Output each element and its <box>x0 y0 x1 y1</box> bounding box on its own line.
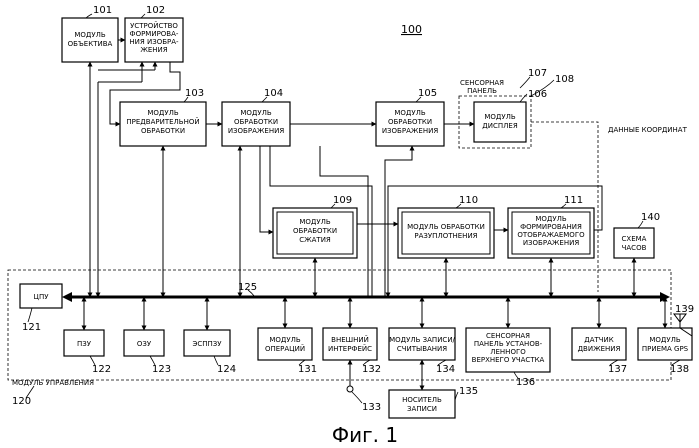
b136-l2: ПАНЕЛЬ УСТАНОВ- <box>474 340 543 348</box>
b104-l3: ИЗОБРАЖЕНИЯ <box>228 127 285 135</box>
b107-l1: СЕНСОРНАЯ <box>460 79 504 87</box>
clock-circuit-box <box>614 228 654 258</box>
ref-133: 133 <box>362 402 381 413</box>
b138-l1: МОДУЛЬ <box>649 336 681 344</box>
ref-132: 132 <box>362 364 381 375</box>
control-module-label: МОДУЛЬ УПРАВЛЕНИЯ <box>12 379 94 387</box>
b135-l1: НОСИТЕЛЬ <box>402 396 442 404</box>
b140-l1: СХЕМА <box>622 235 647 243</box>
b140-l2: ЧАСОВ <box>622 244 647 252</box>
b103-l3: ОБРАБОТКИ <box>141 127 185 135</box>
b111-l4: ИЗОБРАЖЕНИЯ <box>523 239 580 247</box>
motion-sensor-box <box>572 328 626 360</box>
b110-l2: РАЗУПЛОТНЕНИЯ <box>414 232 477 240</box>
ref-124: 124 <box>217 364 236 375</box>
b134-l2: СЧИТЫВАНИЯ <box>397 345 447 353</box>
ref-101: 101 <box>93 5 112 16</box>
ref-110: 110 <box>459 195 478 206</box>
b131-l2: ОПЕРАЦИЙ <box>265 344 305 353</box>
ref-102: 102 <box>146 5 165 16</box>
b136-l1: СЕНСОРНАЯ <box>486 332 530 340</box>
svg-text:МОДУЛЬОБРАБОТКИСЖАТИЯ: МОДУЛЬОБРАБОТКИСЖАТИЯ <box>293 218 337 244</box>
b102-l3: НИЯ ИЗОБРА- <box>129 38 179 46</box>
ref-137: 137 <box>608 364 627 375</box>
ref-107: 107 <box>528 68 547 79</box>
bus-left-arrow <box>62 292 72 302</box>
b122-label: ПЗУ <box>77 340 92 348</box>
b102-l1: УСТРОЙСТВО <box>130 21 178 30</box>
b102-l2: ФОРМИРОВА- <box>130 30 179 38</box>
b131-l1: МОДУЛЬ <box>269 336 301 344</box>
ref-139: 139 <box>675 304 694 315</box>
b124-label: ЭСППЗУ <box>192 340 222 348</box>
b103-l1: МОДУЛЬ <box>147 109 179 117</box>
ref-121: 121 <box>22 322 41 333</box>
ref-135: 135 <box>459 386 478 397</box>
svg-text:МОДУЛЬДИСПЛЕЯ: МОДУЛЬДИСПЛЕЯ <box>482 113 518 130</box>
ref-106: 106 <box>528 89 547 100</box>
svg-text:МОДУЛЬОПЕРАЦИЙ: МОДУЛЬОПЕРАЦИЙ <box>265 336 305 353</box>
ref-122: 122 <box>92 364 111 375</box>
b101-l1: МОДУЛЬ <box>74 31 106 39</box>
figure-caption: Фиг. 1 <box>332 423 398 447</box>
b105-l3: ИЗОБРАЖЕНИЯ <box>382 127 439 135</box>
b110-l1: МОДУЛЬ ОБРАБОТКИ <box>407 223 485 231</box>
b102-l4: ЖЕНИЯ <box>140 46 167 54</box>
b111-l3: ОТОБРАЖАЕМОГО <box>517 231 585 239</box>
b134-l1: МОДУЛЬ ЗАПИСИ/ <box>389 336 455 344</box>
ref-131: 131 <box>298 364 317 375</box>
read-write-module-box <box>389 328 455 360</box>
b121-label: ЦПУ <box>34 293 50 301</box>
external-interface-box <box>323 328 377 360</box>
ref-108: 108 <box>555 74 574 85</box>
coordinate-data-label: ДАННЫЕ КООРДИНАТ <box>608 126 688 134</box>
b109-l1: МОДУЛЬ <box>299 218 331 226</box>
ref-111: 111 <box>564 195 583 206</box>
b138-l2: ПРИЕМА GPS <box>642 345 689 353</box>
b132-l1: ВНЕШНИЙ <box>331 335 369 344</box>
b101-l2: ОБЪЕКТИВА <box>68 40 113 48</box>
b111-l2: ФОРМИРОВАНИЯ <box>520 223 582 231</box>
b109-l2: ОБРАБОТКИ <box>293 227 337 235</box>
b136-l4: ВЕРХНЕГО УЧАСТКА <box>472 356 545 364</box>
b105-l1: МОДУЛЬ <box>394 109 426 117</box>
ref-125: 125 <box>238 282 257 293</box>
gps-module-box <box>638 328 692 360</box>
b136-l3: ЛЕННОГО <box>490 348 526 356</box>
b103-l2: ПРЕДВАРИТЕЛЬНОЙ <box>126 117 199 126</box>
svg-text:МОДУЛЬ ЗАПИСИ/СЧИТЫВАНИЯ: МОДУЛЬ ЗАПИСИ/СЧИТЫВАНИЯ <box>389 336 455 353</box>
svg-text:СЕНСОРНАЯПАНЕЛЬ: СЕНСОРНАЯПАНЕЛЬ <box>460 79 504 95</box>
b135-l2: ЗАПИСИ <box>407 405 437 413</box>
ref-136: 136 <box>516 377 535 388</box>
operation-module-box <box>258 328 312 360</box>
b106-l1: МОДУЛЬ <box>484 113 516 121</box>
b106-l2: ДИСПЛЕЯ <box>482 122 518 130</box>
ref-134: 134 <box>436 364 455 375</box>
b111-l1: МОДУЛЬ <box>535 215 567 223</box>
svg-text:НОСИТЕЛЬЗАПИСИ: НОСИТЕЛЬЗАПИСИ <box>402 396 442 413</box>
b137-l2: ДВИЖЕНИЯ <box>578 345 621 353</box>
b107-l2: ПАНЕЛЬ <box>467 87 497 95</box>
svg-text:СХЕМАЧАСОВ: СХЕМАЧАСОВ <box>622 235 647 252</box>
svg-text:МОДУЛЬ ОБРАБОТКИРАЗУПЛОТНЕНИЯ: МОДУЛЬ ОБРАБОТКИРАЗУПЛОТНЕНИЯ <box>407 223 485 240</box>
ref-123: 123 <box>152 364 171 375</box>
recording-medium-box <box>389 390 455 418</box>
b104-l1: МОДУЛЬ <box>240 109 272 117</box>
ref-138: 138 <box>670 364 689 375</box>
ref-140: 140 <box>641 212 660 223</box>
ref-109: 109 <box>333 195 352 206</box>
b123-label: ОЗУ <box>137 340 152 348</box>
b109-l3: СЖАТИЯ <box>299 236 331 244</box>
b132-l2: ИНТЕРФЕЙС <box>328 344 372 353</box>
figure-ref-100: 100 <box>401 23 422 36</box>
ref-120: 120 <box>12 396 31 407</box>
b137-l1: ДАТЧИК <box>584 336 614 344</box>
b105-l2: ОБРАБОТКИ <box>388 118 432 126</box>
b104-l2: ОБРАБОТКИ <box>234 118 278 126</box>
